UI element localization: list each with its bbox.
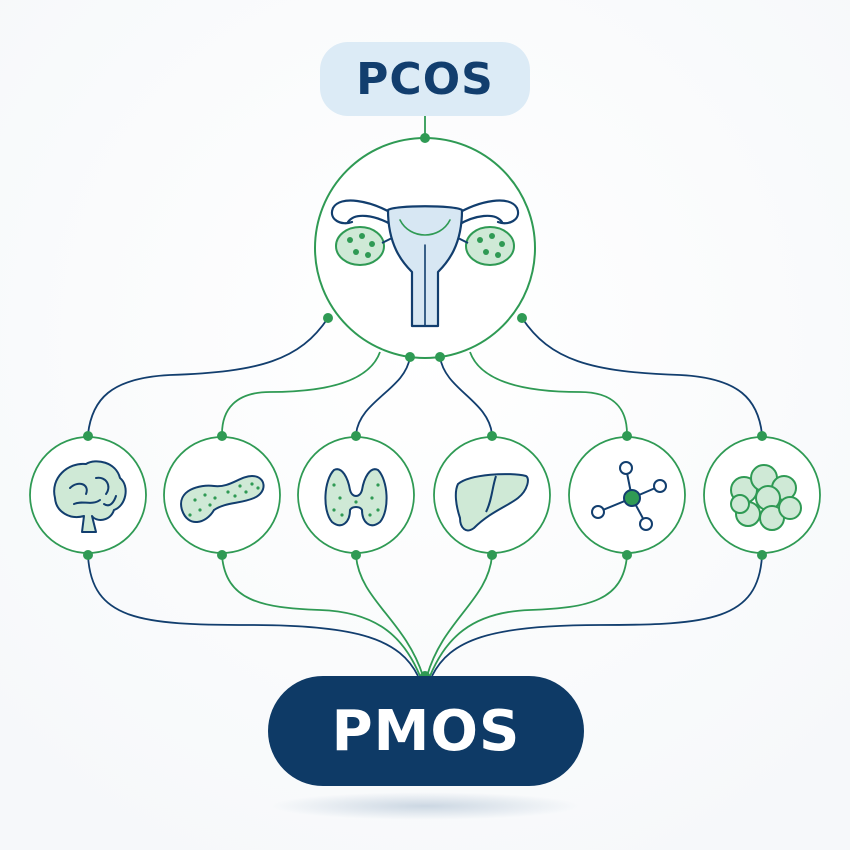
fat-cells-icon xyxy=(730,464,802,531)
connector-dots xyxy=(83,133,767,681)
organ-node-liver xyxy=(433,436,551,554)
uterus-icon xyxy=(330,199,520,328)
organ-row xyxy=(29,436,821,554)
organ-node-pancreas xyxy=(163,436,281,554)
ovary-right-icon xyxy=(465,226,515,266)
ovary-left-icon xyxy=(335,226,385,266)
liver-icon xyxy=(454,473,529,532)
pcos-label: PCOS xyxy=(320,42,530,116)
pmos-label: PMOS xyxy=(268,676,584,786)
connectors-bottom xyxy=(87,555,763,677)
organ-node-thyroid xyxy=(297,436,415,554)
connectors-top xyxy=(87,116,763,435)
pmos-shadow xyxy=(270,792,580,820)
brain-icon xyxy=(53,460,127,533)
uterus-node xyxy=(314,137,536,359)
pancreas-icon xyxy=(180,475,265,523)
thyroid-icon xyxy=(324,468,388,527)
organ-node-fat-cells xyxy=(703,436,821,554)
organ-node-molecule xyxy=(568,436,686,554)
molecule-icon xyxy=(591,461,667,531)
organ-node-brain xyxy=(29,436,147,554)
